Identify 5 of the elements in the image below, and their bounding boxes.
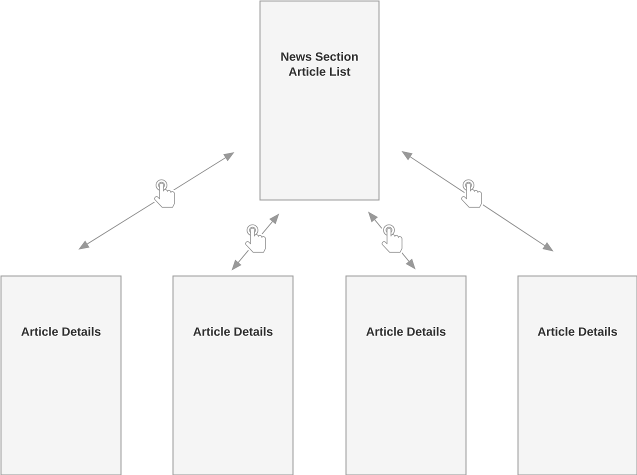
screen-box: Article Details (0, 276, 122, 475)
screen-box: Article Details (346, 276, 466, 475)
screen-box: Article Details (518, 276, 637, 475)
screen-box: Article Details (172, 276, 294, 475)
screen-box: News Section Article List (260, 0, 380, 200)
